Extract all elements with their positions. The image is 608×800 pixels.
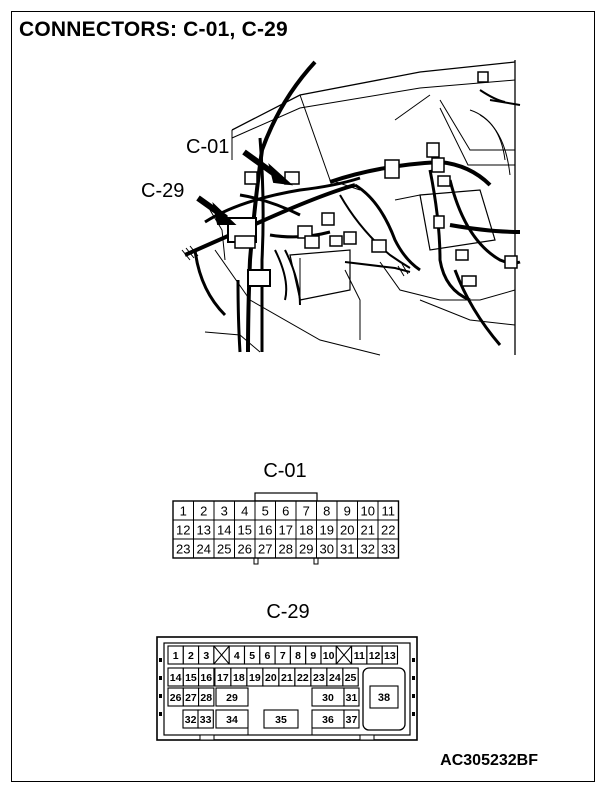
callout-arrows: [196, 149, 294, 225]
c29-pin-cell: [343, 709, 360, 729]
callout-label-c29: C-29: [141, 180, 184, 202]
c29-pin-cell: [342, 667, 359, 687]
c29-pin-number: 20: [265, 672, 277, 684]
c29-pin-cell: [197, 709, 214, 729]
c01-pin-number: 21: [361, 523, 375, 538]
c01-pin-number: 10: [361, 504, 375, 519]
c29-pin-number: 38: [378, 692, 390, 704]
c01-pin-number: 9: [344, 504, 351, 519]
c29-pin-number: 35: [275, 714, 287, 726]
c29-pin-number: 13: [384, 650, 396, 662]
c29-pin-cell: [263, 709, 299, 729]
c29-pin-number: 36: [322, 714, 334, 726]
c01-pin-number: 20: [340, 523, 354, 538]
c01-pin-number: 4: [241, 504, 248, 519]
c29-pin-number: 19: [249, 672, 261, 684]
figure-frame: [11, 11, 595, 782]
c01-pin-number: 1: [180, 504, 187, 519]
c29-pin-number: 11: [354, 650, 365, 662]
c29-pin-cell: [215, 687, 249, 707]
harness-illustration: [181, 60, 521, 356]
c01-pin-number: 15: [238, 523, 252, 538]
c01-pin-number: 13: [197, 523, 211, 538]
c01-pin-number: 33: [381, 542, 395, 557]
c29-pin-number: 2: [188, 650, 194, 662]
c01-pin-cell: [377, 538, 399, 559]
c29-pin-number: 5: [249, 650, 255, 662]
c01-pin-number: 27: [258, 542, 272, 557]
c29-pin-cell: [369, 685, 399, 709]
c29-pin-cell: [198, 667, 215, 687]
c01-pin-number: 8: [323, 504, 330, 519]
c29-pin-number: 25: [345, 672, 357, 684]
c29-pin-number: 16: [200, 672, 212, 684]
c01-pin-number: 31: [340, 542, 354, 557]
c29-pin-number: 15: [185, 672, 197, 684]
c29-pin-number: 4: [234, 650, 240, 662]
c29-pin-cell: [381, 645, 399, 665]
c29-pin-number: 32: [185, 714, 197, 726]
c01-pin-number: 17: [279, 523, 293, 538]
c01-pin-number: 16: [258, 523, 272, 538]
c01-pin-number: 11: [382, 504, 396, 519]
connector-c29-label: C-29: [266, 601, 309, 623]
c29-pin-number: 28: [200, 692, 212, 704]
c29-pin-number: 22: [297, 672, 309, 684]
page-title: CONNECTORS: C-01, C-29: [19, 18, 288, 41]
c01-pin-number: 5: [262, 504, 269, 519]
c29-pin-number: 8: [295, 650, 301, 662]
c01-pin-number: 30: [320, 542, 334, 557]
c01-pin-number: 14: [217, 523, 231, 538]
c29-pin-number: 9: [310, 650, 316, 662]
c01-pin-number: 26: [238, 542, 252, 557]
c01-pin-number: 12: [176, 523, 190, 538]
c29-pin-number: 26: [170, 692, 182, 704]
c29-pin-number: 33: [200, 714, 212, 726]
c29-pin-number: 34: [226, 714, 238, 726]
c29-pin-number: 21: [281, 672, 293, 684]
c29-pin-number: 3: [203, 650, 209, 662]
c01-pin-number: 29: [299, 542, 313, 557]
connector-c01-label: C-01: [263, 460, 306, 482]
c29-pin-number: 30: [322, 692, 334, 704]
c29-pin-number: 31: [346, 692, 358, 704]
c01-pin-number: 7: [303, 504, 310, 519]
c29-pin-number: 29: [226, 692, 238, 704]
c29-pin-cell: [343, 687, 360, 707]
c01-pin-number: 18: [299, 523, 313, 538]
c29-pin-number: 14: [170, 672, 182, 684]
c01-pin-number: 25: [217, 542, 231, 557]
c01-pin-number: 19: [320, 523, 334, 538]
c01-pin-number: 22: [381, 523, 395, 538]
c29-pin-number: 1: [173, 650, 179, 662]
c29-pin-number: 24: [329, 672, 341, 684]
c01-pin-number: 28: [279, 542, 293, 557]
c01-pin-number: 23: [176, 542, 190, 557]
c01-pin-number: 32: [361, 542, 375, 557]
c29-pin-number: 12: [369, 650, 381, 662]
c29-pin-number: 10: [323, 650, 335, 662]
c01-pin-number: 6: [282, 504, 289, 519]
c29-pin-number: 23: [313, 672, 325, 684]
c29-pin-number: 18: [233, 672, 245, 684]
c01-pin-number: 3: [221, 504, 228, 519]
c29-pin-cell: [198, 687, 215, 707]
c01-pin-number: 2: [200, 504, 207, 519]
c29-pin-number: 27: [185, 692, 197, 704]
c01-pin-number: 24: [197, 542, 211, 557]
c29-pin-number: 7: [280, 650, 286, 662]
c29-pin-number: 17: [217, 672, 229, 684]
callout-label-c01: C-01: [186, 136, 229, 158]
figure-code: AC305232BF: [440, 752, 538, 769]
c29-pin-number: 37: [346, 714, 358, 726]
c29-pin-number: 6: [265, 650, 271, 662]
